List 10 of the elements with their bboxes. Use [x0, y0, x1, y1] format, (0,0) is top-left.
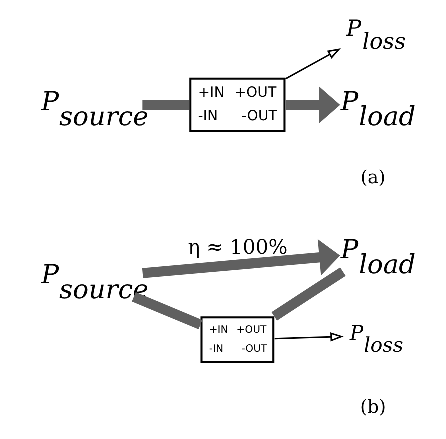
connector — [142, 100, 190, 110]
label: (a) — [360, 166, 386, 188]
edge-label: η ≈ 100% — [188, 234, 288, 258]
arrow — [274, 332, 344, 342]
connector — [132, 292, 202, 330]
arrow — [285, 86, 340, 123]
arrow — [142, 238, 340, 278]
arrow — [284, 48, 341, 80]
label: (b) — [360, 396, 386, 418]
connector — [271, 267, 346, 320]
